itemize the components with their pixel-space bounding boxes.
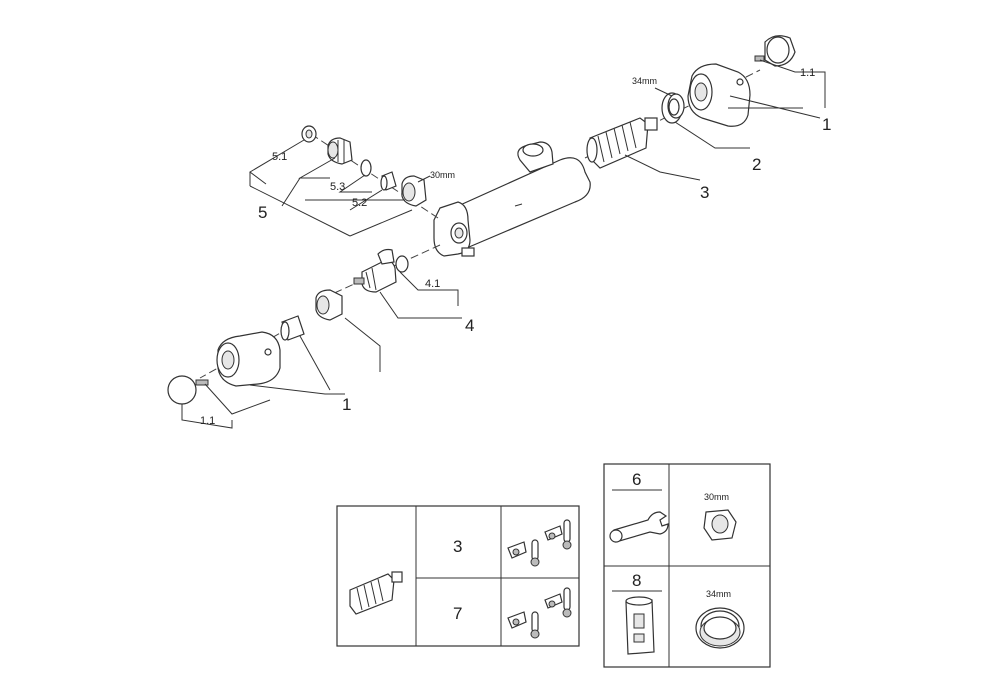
nut-left-lower xyxy=(315,289,343,321)
callout-1-left: 1 xyxy=(342,395,351,414)
tool-8-size: 34mm xyxy=(706,589,731,599)
ring-2 xyxy=(661,92,685,124)
callout-4: 4 xyxy=(465,316,474,335)
callout-1-1-right: 1.1 xyxy=(800,67,815,79)
callout-5-3: 5.3 xyxy=(330,181,345,193)
thermometer-icon xyxy=(507,587,572,639)
table-cartridge-variants: 3 7 xyxy=(336,505,580,647)
callout-5-1: 5.1 xyxy=(272,151,287,163)
dimension-34mm-top: 34mm xyxy=(632,76,657,86)
wrench-icon xyxy=(609,511,669,543)
part-5-3-oring xyxy=(360,159,372,177)
cap-1-1-right xyxy=(754,35,796,67)
callout-labels: 1 1.1 2 3 4 4.1 5 5.1 5.3 5.2 1 1.1 34mm… xyxy=(200,67,831,427)
part-5-2-pin xyxy=(380,171,397,191)
part-5-filter xyxy=(327,137,353,165)
oring-4-1 xyxy=(395,255,409,273)
mixer-body xyxy=(433,141,591,257)
tool-6-size: 30mm xyxy=(704,492,729,502)
nut-30mm-icon xyxy=(703,509,737,541)
callout-5-2: 5.2 xyxy=(352,197,367,209)
callout-4-1: 4.1 xyxy=(425,278,440,290)
dimension-30mm-left: 30mm xyxy=(430,170,455,180)
table-tools: 6 8 30mm 34mm xyxy=(603,463,771,668)
cartridge-3 xyxy=(586,117,658,169)
tool-6-number: 6 xyxy=(632,470,641,489)
callout-2: 2 xyxy=(752,155,761,174)
callout-3: 3 xyxy=(700,183,709,202)
handle-1-left xyxy=(216,331,281,387)
table-row2-number: 7 xyxy=(453,604,462,623)
thermometer-icon xyxy=(507,519,572,567)
sleeve-tool-icon xyxy=(625,596,655,655)
cap-1-1-left xyxy=(167,375,209,405)
handle-1-right xyxy=(687,63,751,127)
nut-30mm-left xyxy=(401,175,427,207)
cartridge-image xyxy=(349,571,403,615)
adapter-left xyxy=(280,315,305,341)
table-row1-number: 3 xyxy=(453,537,462,556)
ring-34mm-icon xyxy=(695,607,745,649)
leader-lines xyxy=(181,59,826,429)
callout-1-1-left: 1.1 xyxy=(200,415,215,427)
callout-5: 5 xyxy=(258,203,267,222)
part-5-1 xyxy=(301,125,317,143)
callout-1-right: 1 xyxy=(822,115,831,134)
valve-4 xyxy=(353,248,397,293)
tool-8-number: 8 xyxy=(632,571,641,590)
